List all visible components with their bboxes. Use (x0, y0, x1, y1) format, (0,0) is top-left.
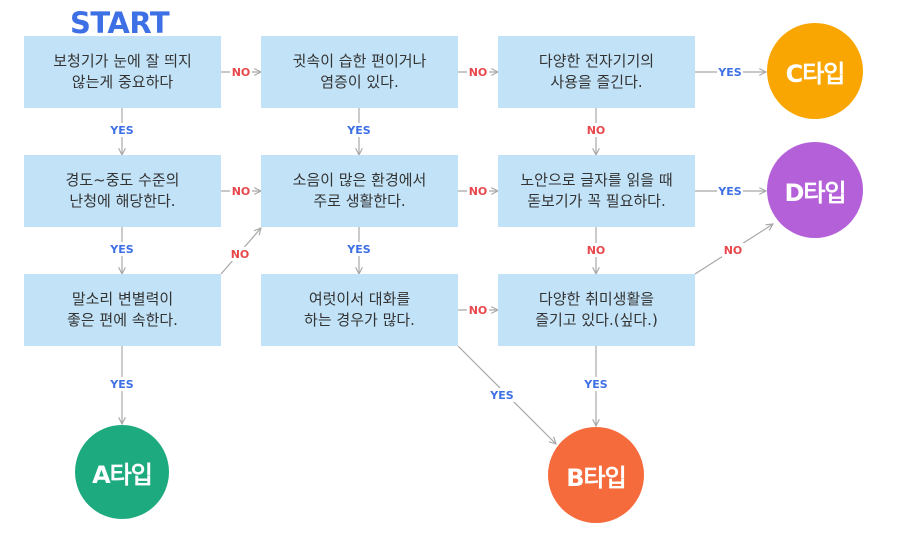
start-label: START (70, 6, 170, 40)
result-type-a: A타입 (75, 425, 169, 519)
edge-q5-q6: NO (458, 184, 498, 198)
edge-label-background (229, 247, 251, 261)
edge-label-background (583, 377, 609, 391)
edge-label-no: NO (587, 124, 606, 137)
edge-q8-b: YES (457, 345, 556, 444)
edge-q5-q8: YES (346, 227, 372, 274)
edge-label-yes: YES (717, 185, 741, 198)
edge-label-yes: YES (109, 124, 133, 137)
edge-label-background (109, 123, 135, 137)
edge-q9-b: YES (583, 346, 609, 426)
edge-label-yes: YES (346, 243, 370, 256)
edge-label-background (346, 242, 372, 256)
edge-label-background (467, 184, 489, 198)
edge-label-background (585, 243, 607, 257)
edge-label-yes: YES (346, 124, 370, 137)
edge-q4-q7: YES (109, 227, 135, 274)
edge-label-background (722, 243, 744, 257)
edge-label-yes: YES (489, 389, 513, 402)
edge-label-no: NO (587, 244, 606, 257)
question-box-1: 보청기가 눈에 잘 띄지 않는게 중요하다 (24, 36, 221, 108)
edge-label-no: NO (469, 304, 488, 317)
edge-label-no: NO (232, 66, 251, 79)
result-type-c: C타입 (767, 23, 863, 119)
edge-label-background (109, 242, 135, 256)
edge-q9-d: NO (694, 224, 773, 275)
edge-q1-q4: YES (109, 108, 135, 155)
edge-q4-q5: NO (221, 184, 261, 198)
edge-label-no: NO (469, 66, 488, 79)
question-box-8: 여럿이서 대화를 하는 경우가 많다. (261, 274, 458, 346)
question-box-7: 말소리 변별력이 좋은 편에 속한다. (24, 274, 221, 346)
edge-label-background (109, 377, 135, 391)
question-box-2: 귓속이 습한 편이거나 염증이 있다. (261, 36, 458, 108)
edge-label-background (230, 65, 252, 79)
edge-q2-q3: NO (458, 65, 498, 79)
edge-q2-q5: YES (346, 108, 372, 155)
edge-q1-q2: NO (221, 65, 261, 79)
edge-label-background (717, 184, 743, 198)
edge-label-background (717, 65, 743, 79)
edge-label-yes: YES (109, 378, 133, 391)
edges-layer: NO NO YES YES YES NO NO NO YES YES NO YES NO NO NO YES Y… (109, 65, 773, 444)
question-box-4: 경도~중도 수준의 난청에 해당한다. (24, 155, 221, 227)
edge-label-no: NO (724, 244, 743, 257)
edge-label-no: NO (231, 248, 250, 261)
edge-label-yes: YES (717, 66, 741, 79)
question-box-6: 노안으로 글자를 읽을 때 돋보기가 꼭 필요하다. (498, 155, 695, 227)
edge-label-background (230, 184, 252, 198)
edge-q8-q9: NO (458, 303, 498, 317)
edge-label-background (467, 303, 489, 317)
question-box-5: 소음이 많은 환경에서 주로 생활한다. (261, 155, 458, 227)
edge-q6-d: YES (695, 184, 766, 198)
question-box-3: 다양한 전자기기의 사용을 즐긴다. (498, 36, 695, 108)
edge-label-no: NO (232, 185, 251, 198)
edge-label-background (489, 388, 515, 402)
edge-q6-q9: NO (585, 227, 607, 274)
edge-label-yes: YES (583, 378, 607, 391)
edge-q3-c: YES (695, 65, 766, 79)
edge-label-no: NO (469, 185, 488, 198)
edge-label-background (585, 123, 607, 137)
edge-q7-a: YES (109, 346, 135, 424)
edge-label-yes: YES (109, 243, 133, 256)
edge-label-background (467, 65, 489, 79)
edge-q7-q5: NO (220, 228, 261, 275)
question-box-9: 다양한 취미생활을 즐기고 있다.(싶다.) (498, 274, 695, 346)
result-type-b: B타입 (548, 427, 644, 523)
result-type-d: D타입 (767, 142, 863, 238)
edge-label-background (346, 123, 372, 137)
edge-q3-q6: NO (585, 108, 607, 155)
